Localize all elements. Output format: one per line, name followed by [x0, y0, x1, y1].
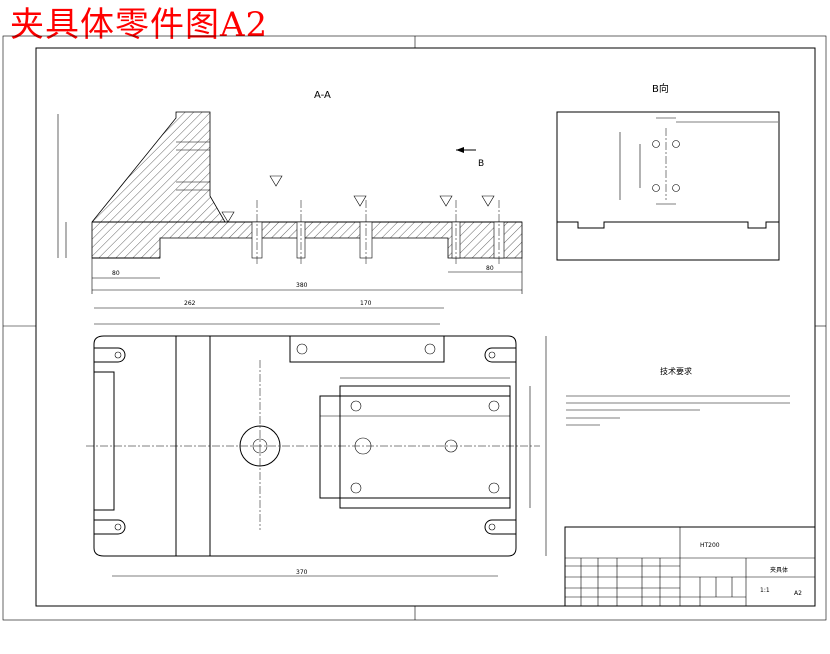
arrow-b-label: B [478, 159, 484, 169]
tech-req-heading: 技术要求 [660, 366, 692, 376]
inner-frame [35, 47, 816, 607]
part-name-text: 夹具体 [770, 566, 788, 574]
dim-base-length: 370 [296, 569, 308, 576]
section-view-a-a: A-A 380 80 80 [57, 90, 523, 294]
title-block: HT200 夹具体 1:1 A2 [564, 526, 816, 607]
sheet-size-text: A2 [794, 590, 802, 597]
dim-top-right: 170 [360, 300, 372, 307]
dim-a-left: 80 [112, 270, 120, 277]
view-b: B向 [556, 82, 780, 261]
drawing-title: 夹具体零件图A2 [10, 5, 269, 45]
plan-view: 262 170 370 [86, 300, 547, 577]
scale-text: 1:1 [760, 587, 770, 594]
section-label: A-A [314, 90, 331, 101]
dim-top-overall: 262 [184, 300, 196, 307]
dim-a-right: 80 [486, 265, 494, 272]
view-b-label: B向 [652, 82, 669, 95]
technical-requirements: 技术要求 [566, 366, 790, 426]
material-text: HT200 [700, 542, 720, 549]
outer-border [2, 35, 827, 621]
dim-a-overall: 380 [296, 282, 308, 289]
